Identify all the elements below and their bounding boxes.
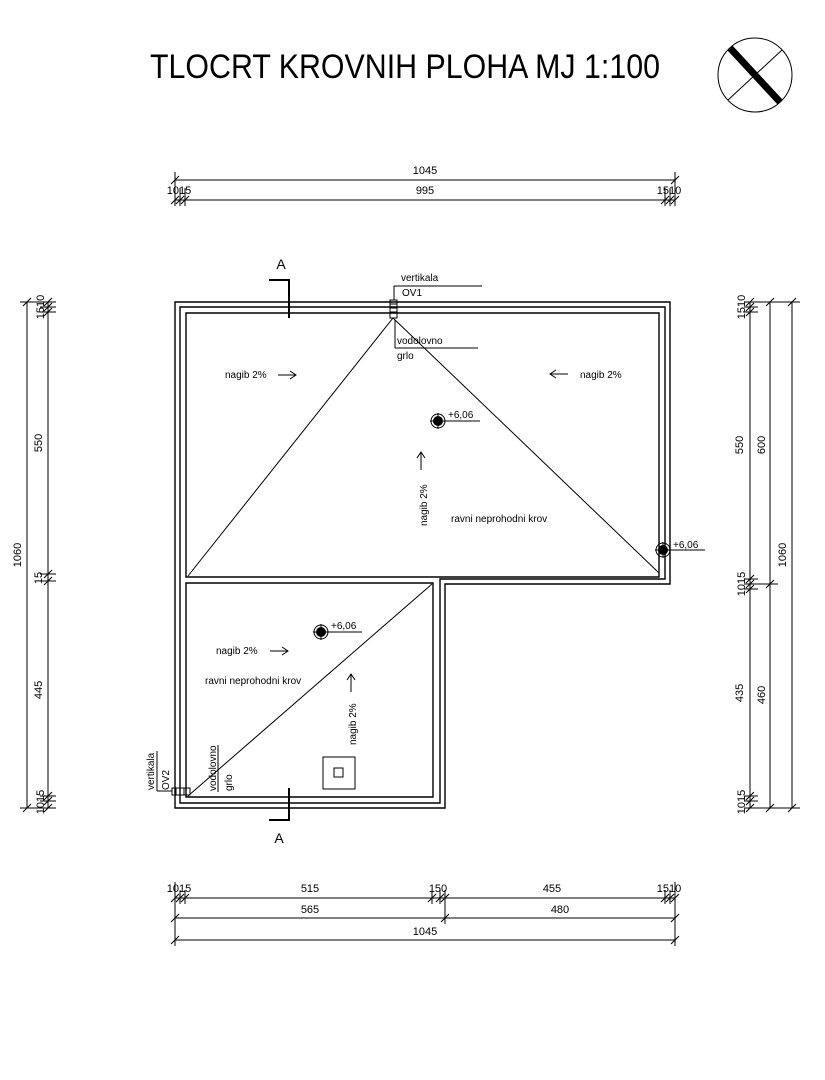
roof-type-upper: ravni neprohodni krov — [451, 514, 547, 525]
ov2-label: OV2 — [161, 770, 172, 790]
section-label-bottom: A — [274, 830, 284, 846]
drain-label-1a: vodolovno — [397, 336, 443, 347]
dim-right-top: 1510 — [736, 295, 748, 319]
dim-top-right: 1510 — [657, 185, 681, 197]
roof-outline — [174, 301, 671, 809]
dim-left-bottom: 1015 — [35, 790, 47, 814]
dim-bottom-a-mid2: 150 — [429, 883, 447, 895]
dim-left-445: 445 — [33, 681, 45, 699]
dim-bottom-total: 1045 — [413, 926, 437, 938]
dim-right-total: 1060 — [777, 543, 789, 567]
level-label-1: +6,06 — [448, 410, 474, 421]
dim-bottom-a-mid3: 455 — [543, 883, 561, 895]
dim-top-mid: 995 — [416, 185, 434, 197]
slope-label-upper-left: nagib 2% — [225, 370, 267, 381]
dim-bottom-a-left: 1015 — [167, 883, 191, 895]
level-label-3: +6,06 — [331, 621, 357, 632]
level-marker-icon — [430, 413, 480, 429]
slope-arrows — [270, 369, 568, 692]
vertical-label-1: vertikala — [401, 273, 439, 284]
roof-drain-icon — [389, 285, 482, 349]
dim-bottom-a-right: 1510 — [657, 883, 681, 895]
dim-bottom-b1: 565 — [301, 904, 319, 916]
roof-hatch-icon — [322, 756, 356, 790]
dim-left-15: 15 — [33, 572, 45, 584]
level-marker-icon — [655, 542, 705, 558]
section-label-top: A — [276, 256, 286, 272]
drain-label-2a: vodolovno — [208, 745, 219, 791]
dim-top-total: 1045 — [413, 165, 437, 177]
section-mark-top — [269, 279, 290, 318]
roof-type-lower: ravni neprohodni krov — [205, 676, 301, 687]
slope-label-upper-right: nagib 2% — [580, 370, 622, 381]
roof-drain-icon — [156, 745, 219, 796]
dim-right-435: 435 — [734, 684, 746, 702]
drain-label-1b: grlo — [397, 351, 414, 362]
drain-label-2b: grlo — [224, 774, 235, 791]
left-dimensions — [20, 297, 56, 813]
dim-right-460: 460 — [756, 686, 768, 704]
level-label-2: +6,06 — [673, 540, 699, 551]
dim-left-total: 1060 — [12, 543, 24, 567]
dim-left-550: 550 — [33, 434, 45, 452]
slope-label-lower-left: nagib 2% — [216, 646, 258, 657]
section-mark-bottom — [269, 788, 290, 821]
dim-top-left: 1015 — [167, 185, 191, 197]
slope-label-lower-middle: nagib 2% — [348, 703, 359, 745]
dim-bottom-b2: 480 — [551, 904, 569, 916]
top-dimensions — [170, 172, 680, 206]
dim-right-600: 600 — [756, 436, 768, 454]
slope-lines — [187, 317, 660, 797]
dim-left-top: 1510 — [35, 295, 47, 319]
dim-right-550: 550 — [734, 436, 746, 454]
slope-label-middle: nagib 2% — [419, 484, 430, 526]
dim-right-1015a: 1015 — [736, 572, 748, 596]
vertical-label-2: vertikala — [146, 752, 157, 790]
ov1-label: OV1 — [402, 288, 422, 299]
level-marker-icon — [313, 624, 362, 640]
north-arrow-icon — [717, 37, 793, 113]
right-dimensions — [744, 297, 800, 813]
dim-bottom-a-mid1: 515 — [301, 883, 319, 895]
drawing-title: TLOCRT KROVNIH PLOHA MJ 1:100 — [150, 48, 660, 86]
dim-right-1015b: 1015 — [736, 790, 748, 814]
bottom-dimensions — [170, 882, 680, 946]
